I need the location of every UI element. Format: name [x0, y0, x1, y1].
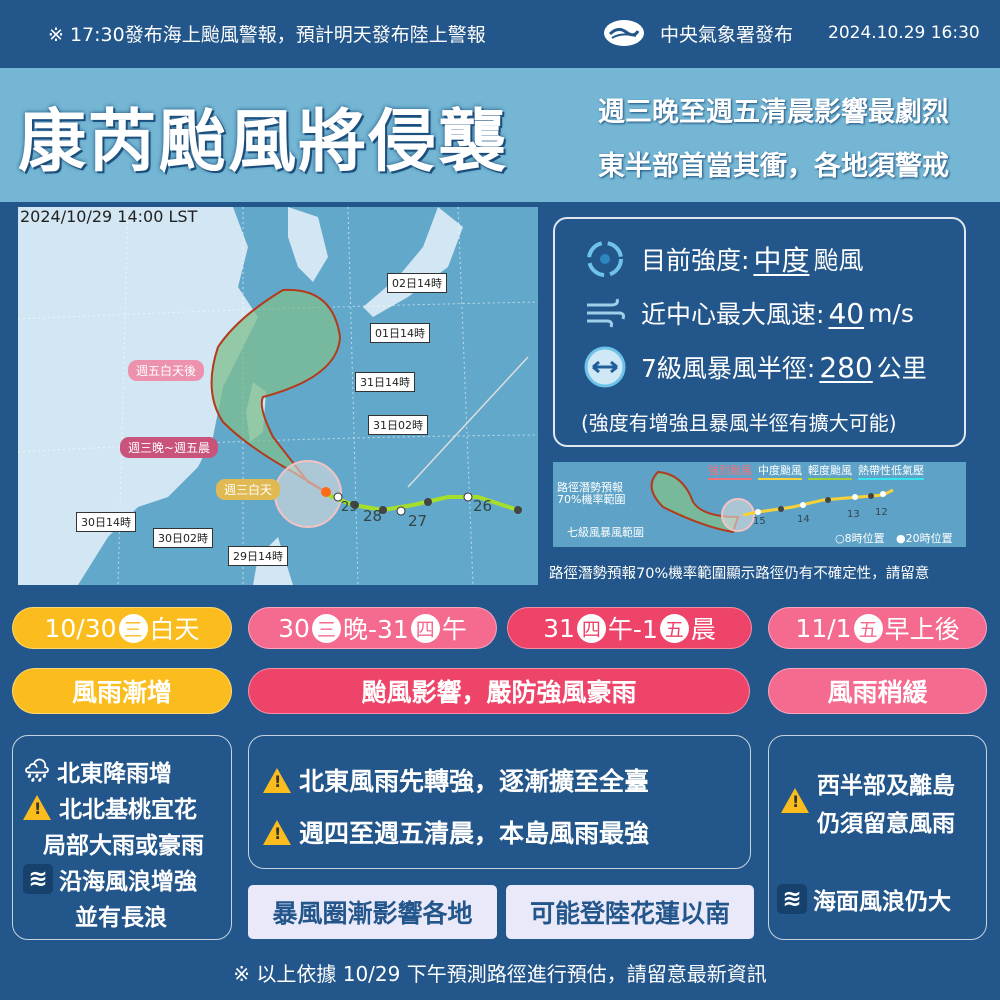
typhoon-track-map: 2024/10/29 14:00 LST 週五白天後 週三晚~週五晨 週三白天 …: [17, 206, 539, 586]
subtitle-2: 東半部首當其衝，各地須警戒: [598, 151, 949, 182]
box-text: 週四至週五清晨，本島風雨最強: [299, 819, 650, 848]
storm-radius-circle: [274, 460, 342, 528]
phase2-box: 北東風雨先轉強，逐漸擴至全臺 週四至週五清晨，本島風雨最強: [248, 735, 751, 869]
typhoon-icon: [587, 241, 623, 277]
wind-icon: [587, 298, 625, 328]
wind-icon: ≋: [23, 864, 53, 894]
box-text: 北東降雨增: [56, 761, 172, 787]
radius-label: 7級風暴風半徑:: [641, 354, 816, 383]
date-label: 27: [408, 512, 428, 530]
track-points: [333, 492, 522, 516]
intensity-value: 中度: [753, 244, 810, 277]
date-label: 13: [847, 509, 860, 520]
landfall-tag: 可能登陸花蓮以南: [506, 885, 754, 939]
legend-td: 熱帶性低氣壓: [858, 462, 924, 480]
map-caption: 路徑潛勢預報70%機率範圍顯示路徑仍有不確定性，請留意: [549, 566, 930, 582]
intensity-label: 目前強度:: [641, 246, 750, 275]
intensity-unit: 颱風: [813, 246, 864, 275]
time-label: 01日14時: [370, 323, 430, 343]
period-label: 週五白天後: [128, 360, 205, 381]
phase3-box: 西半部及離島 仍須留意風雨 ≋海面風浪仍大: [768, 735, 987, 940]
legend-8am: ○8時位置: [835, 532, 885, 545]
radius-unit: 公里: [876, 354, 927, 383]
period-label: 週三白天: [216, 479, 281, 500]
box-text: 海面風浪仍大: [813, 889, 951, 915]
intensity-note: (強度有增強且暴風半徑有擴大可能): [581, 411, 897, 435]
warning-icon: [781, 788, 809, 813]
box-text: 沿海風浪增強: [59, 869, 197, 895]
time-label: 30日14時: [76, 512, 136, 532]
legend-mild: 輕度颱風: [808, 462, 852, 480]
current-position: [321, 487, 331, 497]
map-timestamp: 2024/10/29 14:00 LST: [20, 207, 198, 226]
radius-value: 280: [819, 350, 873, 384]
wind-value: 40: [828, 296, 865, 330]
box-text: 局部大雨或豪雨: [43, 833, 204, 859]
date-label: 14: [797, 514, 810, 525]
box-text: 北北基桃宜花: [59, 797, 197, 823]
time-label: 29日14時: [228, 546, 288, 566]
box-text: 北東風雨先轉強，逐漸擴至全臺: [299, 767, 650, 796]
footer-note: ※ 以上依據 10/29 下午預測路徑進行預估，請留意最新資訊: [233, 962, 767, 986]
box-text: 西半部及離島: [817, 773, 955, 799]
rain-cloud-icon: 🌧: [23, 758, 51, 784]
phase-pill: 風雨稍緩: [768, 668, 987, 714]
date-label: 28: [363, 507, 383, 525]
date-label: 12: [875, 507, 888, 518]
warning-icon: [263, 819, 291, 845]
page-title: 康芮颱風將侵襲: [18, 103, 509, 182]
land-korea: [288, 207, 328, 282]
warning-notice: ※ 17:30發布海上颱風警報，預計明天發布陸上警報: [48, 23, 486, 46]
wind-unit: m/s: [868, 298, 914, 328]
land-china: [18, 207, 258, 585]
date-label: 29: [341, 500, 358, 515]
period-label: 週三晚~週五晨: [120, 437, 219, 458]
wind-label: 近中心最大風速:: [641, 300, 825, 329]
warning-icon: [23, 794, 51, 820]
time-label: 31日14時: [355, 372, 415, 392]
box-text: 仍須留意風雨: [817, 811, 955, 837]
cwa-logo-icon: [604, 20, 644, 46]
storm-radius-label: 七級風暴風範圍: [567, 526, 644, 539]
phase-pill: 風雨漸增: [12, 668, 232, 714]
top-bar: ※ 17:30發布海上颱風警報，預計明天發布陸上警報 中央氣象署發布 2024.…: [0, 0, 1000, 66]
legend-8pm: ●20時位置: [896, 532, 953, 545]
issuer: 中央氣象署發布: [660, 23, 794, 46]
wind-icon: ≋: [777, 884, 807, 914]
phase-pill: 颱風影響，嚴防強風豪雨: [248, 668, 750, 714]
date-label: 26: [473, 497, 493, 515]
legend-moderate: 中度颱風: [758, 462, 802, 480]
warning-icon: [263, 767, 291, 793]
time-label: 02日14時: [387, 273, 447, 293]
time-label: 30日02時: [153, 528, 213, 548]
legend-severe: 強烈颱風: [708, 462, 752, 480]
issue-datetime: 2024.10.29 16:30: [828, 23, 980, 43]
date-label: 15: [753, 516, 766, 527]
subtitle-1: 週三晚至週五清晨影響最劇烈: [598, 97, 949, 128]
radius-arrow-icon: [584, 346, 626, 388]
category-legend: 強烈颱風 中度颱風 輕度颱風 熱帶性低氣壓: [708, 462, 924, 480]
storm-circle-tag: 暴風圈漸影響各地: [248, 885, 497, 939]
time-label: 31日02時: [368, 415, 428, 435]
phase1-box: 🌧北東降雨增 北北基桃宜花 局部大雨或豪雨 ≋沿海風浪增強 並有長浪: [12, 735, 232, 940]
title-banner: [0, 68, 1000, 202]
box-text: 並有長浪: [75, 905, 167, 931]
